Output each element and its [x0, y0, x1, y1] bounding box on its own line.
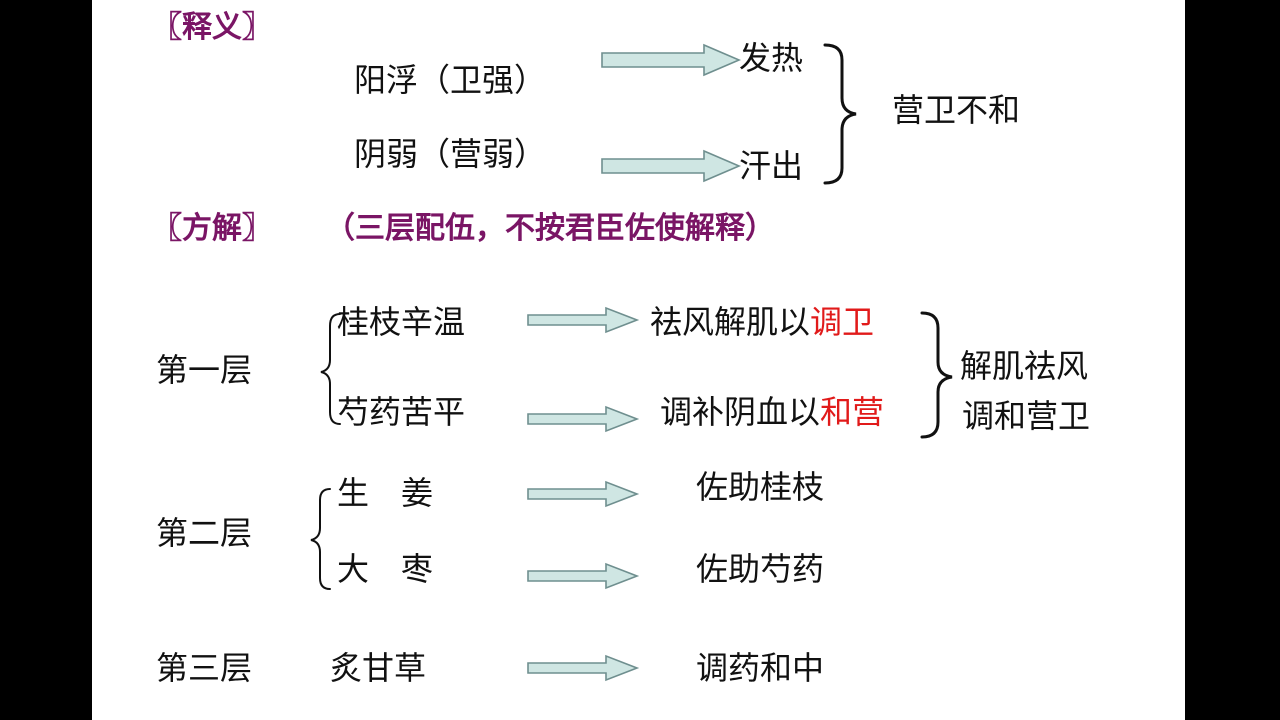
layer1-effect2-main: 调补阴血以	[660, 393, 821, 431]
layer3-label: 第三层	[156, 649, 253, 687]
layer1-effect2: 调补阴血以和营	[660, 396, 884, 428]
right-brace-layer1-icon	[920, 311, 953, 439]
arrow-yin-to-sweating-icon	[601, 149, 742, 183]
arrow-yang-to-fever-icon	[601, 43, 742, 77]
left-brace-layer1-icon	[320, 313, 341, 425]
arrow-ginger-icon	[527, 480, 640, 508]
layer1-summary1: 解肌祛风	[960, 347, 1089, 385]
layer2-effect2: 佐助芍药	[696, 550, 825, 588]
layer1-effect1-highlight: 调卫	[810, 303, 875, 341]
arrow-guizhi-icon	[527, 306, 640, 334]
sweating-text: 汗出	[739, 147, 804, 185]
layer2-effect1: 佐助桂枝	[696, 468, 825, 506]
layer1-summary2: 调和营卫	[962, 397, 1091, 435]
layer3-effect: 调药和中	[696, 649, 825, 687]
layer2-herb-jujube: 大 枣	[337, 550, 434, 588]
layer1-label: 第一层	[156, 351, 253, 389]
layer1-herb-guizhi: 桂枝辛温	[337, 303, 466, 341]
layer1-effect1-main: 祛风解肌以	[650, 303, 811, 341]
left-brace-layer2-icon	[310, 488, 331, 590]
shiyi-header: 〖释义〗	[152, 10, 272, 45]
diagram-shapes	[310, 43, 953, 682]
fangjie-header: 〖方解〗	[152, 211, 272, 246]
layer3-herb-licorice: 炙甘草	[330, 649, 427, 687]
yang-float-text: 阳浮（卫强）	[354, 61, 547, 99]
ying-wei-disharmony-text: 营卫不和	[892, 91, 1021, 129]
layer1-effect2-highlight: 和营	[820, 393, 885, 431]
layer1-herb-shaoyao: 芍药苦平	[337, 393, 466, 431]
arrow-licorice-icon	[527, 654, 640, 682]
arrow-shaoyao-icon	[527, 405, 640, 433]
arrow-jujube-icon	[527, 562, 640, 590]
layer1-effect1: 祛风解肌以调卫	[650, 306, 874, 338]
right-brace-shiyi-icon	[823, 43, 857, 185]
layer2-label: 第二层	[156, 514, 253, 552]
slide: 〖释义〗 阳浮（卫强） 阴弱（营弱） 发热 汗出 营卫不和 〖方解〗 （三层配伍…	[92, 0, 1185, 720]
yin-weak-text: 阴弱（营弱）	[354, 135, 547, 173]
fangjie-note: （三层配伍，不按君臣佐使解释）	[325, 211, 775, 246]
fever-text: 发热	[739, 39, 804, 77]
layer2-herb-ginger: 生 姜	[337, 474, 434, 512]
